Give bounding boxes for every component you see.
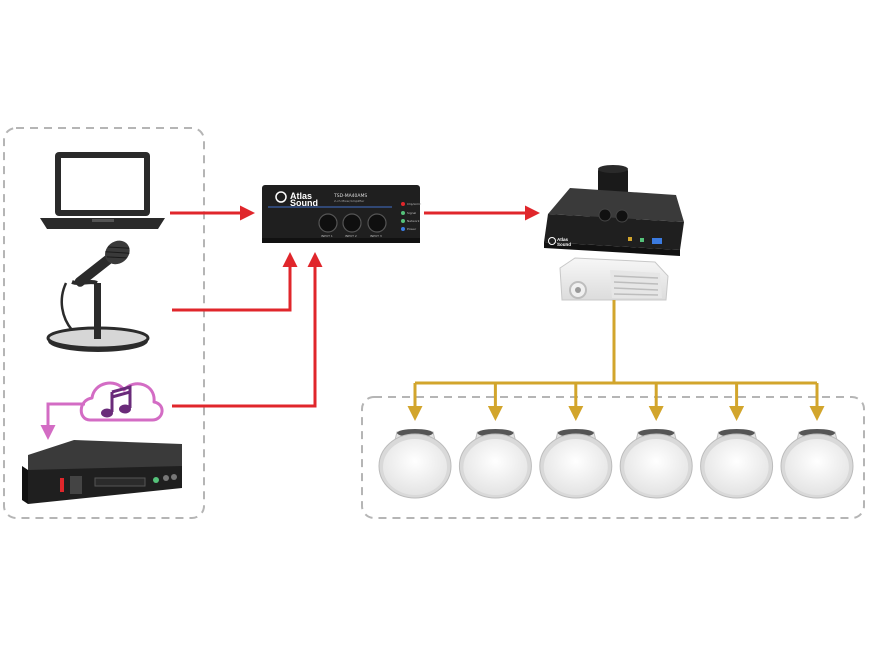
ceiling-amp-brand-line-1: Atlas bbox=[557, 237, 569, 242]
ceiling-amplifier bbox=[544, 165, 684, 256]
ceiling-speaker-3 bbox=[539, 429, 613, 499]
mixer-indicator-label-1: Clip/Limit bbox=[407, 202, 422, 206]
mixer-subtitle: 2-ch Mixer/Amplifier bbox=[334, 199, 365, 203]
ceiling-speaker-2 bbox=[458, 429, 532, 499]
mixer-knob-label-2: INPUT 2 bbox=[345, 234, 357, 238]
laptop-icon bbox=[40, 152, 165, 229]
music-cloud-icon bbox=[79, 381, 164, 422]
projector-icon bbox=[559, 257, 669, 301]
power-led bbox=[401, 227, 405, 231]
microphone-icon bbox=[46, 240, 150, 352]
ceiling-speaker-5 bbox=[700, 429, 774, 499]
mixer-brand-line-2: Sound bbox=[290, 198, 318, 208]
mixer-knob-1 bbox=[318, 213, 338, 233]
ceiling-amp-brand-line-2: Sound bbox=[557, 242, 571, 247]
mixer-brand-line-1: Atlas bbox=[290, 191, 312, 201]
ceiling-speaker-6 bbox=[780, 429, 854, 499]
streaming-link-arrow bbox=[40, 402, 85, 440]
mic-to-mixer-arrow bbox=[172, 252, 298, 312]
ceiling-speakers bbox=[378, 429, 854, 499]
speaker-feed-drops bbox=[407, 383, 825, 421]
sources-group-border bbox=[3, 127, 205, 519]
mixer-model: TSD-MA40AMS bbox=[333, 193, 367, 199]
speakers-group-border bbox=[361, 396, 865, 519]
mixer-indicator-label-4: Power bbox=[407, 227, 417, 231]
signal-led bbox=[401, 211, 405, 215]
mixer-indicator-label-3: Network bbox=[407, 219, 420, 223]
media-player-icon bbox=[22, 440, 182, 504]
mixer-knob-label-1: INPUT 1 bbox=[321, 234, 333, 238]
mixer-knob-label-3: INPUT 3 bbox=[370, 234, 382, 238]
mixer-amplifier bbox=[262, 185, 420, 243]
clip-led bbox=[401, 202, 405, 206]
ceiling-speaker-1 bbox=[378, 429, 452, 499]
network-led bbox=[401, 219, 405, 223]
mixer-indicator-label-2: Signal bbox=[407, 211, 416, 215]
mixer-knob-3 bbox=[367, 213, 387, 233]
player-to-mixer-arrow bbox=[172, 252, 323, 408]
mixer-knob-2 bbox=[342, 213, 362, 233]
ceiling-speaker-4 bbox=[619, 429, 693, 499]
speaker-feed-lines bbox=[415, 300, 817, 385]
